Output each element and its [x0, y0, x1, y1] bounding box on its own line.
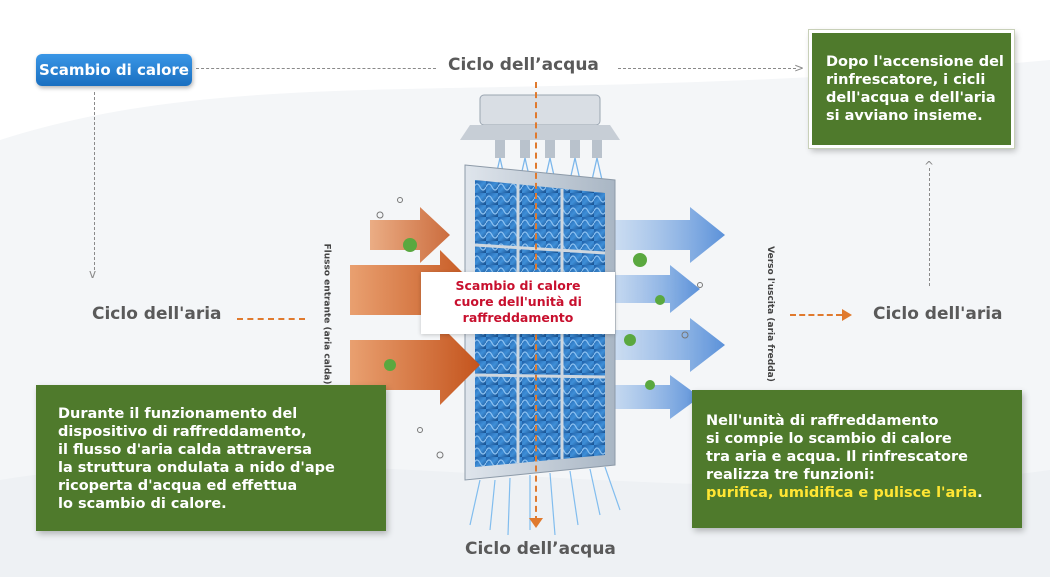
water-cycle-label-bottom: Ciclo dell’acqua	[465, 539, 616, 559]
air-cycle-label-left: Ciclo dell'aria	[92, 304, 222, 324]
core-box-line-3: raffreddamento	[462, 310, 574, 325]
startup-info-line-2: rinfrescatore, i cicli	[826, 72, 986, 88]
arrow-right-icon: >	[794, 61, 805, 75]
startup-info-line-3: dell'acqua e dell'aria	[826, 90, 996, 106]
warm-air-info-box: Durante il funzionamento del dispositivo…	[36, 385, 386, 531]
functions-info-line-3: tra aria e acqua. Il rinfrescatore	[706, 449, 968, 465]
functions-highlight-end: .	[977, 485, 983, 501]
startup-info-box: Dopo l'accensione del rinfrescatore, i c…	[808, 29, 1015, 149]
functions-info-box: Nell'unità di raffreddamento si compie l…	[692, 390, 1022, 528]
warm-air-info-line-4: la struttura ondulata a nido d'ape	[58, 460, 335, 476]
functions-info-line-4: realizza tre funzioni:	[706, 467, 875, 483]
warm-air-info-line-3: il flusso d'aria calda attraversa	[58, 442, 312, 458]
warm-air-info-line-1: Durante il funzionamento del	[58, 406, 298, 422]
left-dashed-connector	[94, 92, 95, 270]
functions-info-line-2: si compie lo scambio di calore	[706, 431, 952, 447]
flow-in-label: Flusso entrante (aria calda)	[321, 243, 332, 385]
arrow-right-orange-icon	[842, 309, 852, 321]
functions-info-line-5: purifica, umidifica e pulisce l'aria.	[706, 484, 1022, 502]
top-dashed-connector-right	[618, 68, 796, 69]
startup-info-line-4: si avviano insieme.	[826, 108, 983, 124]
functions-info-line-1: Nell'unità di raffreddamento	[706, 413, 939, 429]
heat-exchange-badge-label: Scambio di calore	[39, 61, 189, 79]
arrow-up-icon: ^	[924, 159, 935, 173]
core-box-line-2: cuore dell'unità di	[454, 294, 582, 309]
heat-exchange-badge: Scambio di calore	[36, 54, 192, 86]
arrow-down-icon: v	[89, 267, 97, 281]
air-cycle-left-orange-line	[237, 318, 305, 320]
warm-air-info-line-5: ricoperta d'acqua ed effettua	[58, 478, 298, 494]
air-cycle-right-orange-line	[790, 314, 842, 316]
functions-highlight: purifica, umidifica e pulisce l'aria	[706, 485, 978, 501]
startup-info-line-1: Dopo l'accensione del	[826, 54, 1004, 70]
water-distributor	[460, 94, 620, 181]
right-dashed-connector	[929, 168, 930, 286]
heat-exchange-core-box: Scambio di calore cuore dell'unità di ra…	[421, 272, 615, 334]
arrow-down-orange-icon	[529, 518, 543, 528]
warm-air-info-line-2: dispositivo di raffreddamento,	[58, 424, 307, 440]
flow-out-label: Verso l'uscita (aria fredda)	[764, 246, 775, 382]
core-box-line-1: Scambio di calore	[455, 278, 581, 293]
air-cycle-label-right: Ciclo dell'aria	[873, 304, 1003, 324]
warm-air-info-line-6: lo scambio di calore.	[58, 496, 227, 512]
water-cycle-label-top: Ciclo dell’acqua	[448, 55, 599, 75]
top-dashed-connector-left	[196, 68, 436, 69]
